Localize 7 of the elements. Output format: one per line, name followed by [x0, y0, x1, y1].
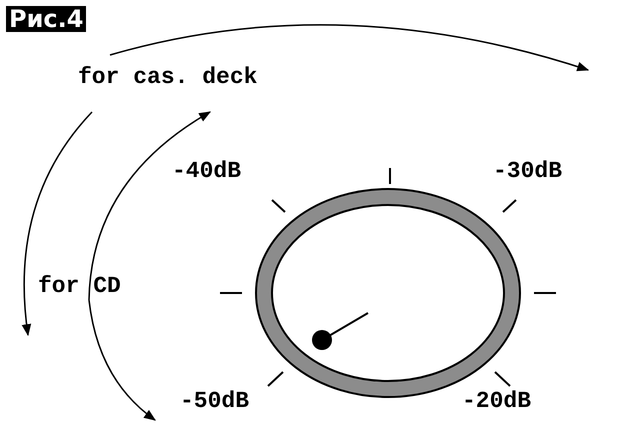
- mode-label: for CD: [38, 275, 121, 298]
- scale-label: -20dB: [462, 390, 532, 413]
- mode-label: for cas. deck: [78, 66, 258, 89]
- scale-label: -50dB: [180, 390, 250, 413]
- scale-label: -40dB: [172, 160, 242, 183]
- scale-label: -30dB: [493, 160, 562, 183]
- figure-title: Рис.4: [6, 6, 86, 32]
